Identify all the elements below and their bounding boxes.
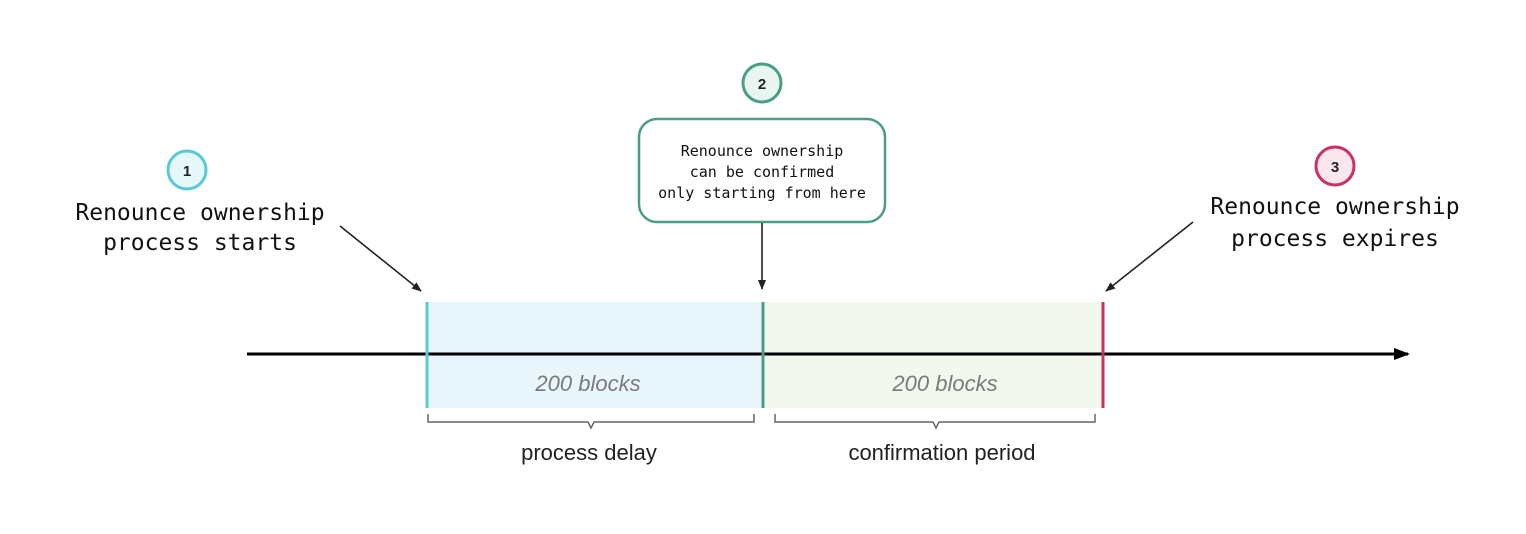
step-2-label-line-1: Renounce ownership — [681, 142, 844, 160]
step-1-label-line-2: process starts — [103, 230, 297, 256]
confirmation-period-label: confirmation period — [848, 440, 1035, 465]
step-3-label-line-1: Renounce ownership — [1210, 194, 1459, 220]
step-1-number: 1 — [183, 163, 191, 180]
step-3-number: 3 — [1331, 159, 1339, 176]
step-3-label-line-2: process expires — [1231, 226, 1439, 252]
step-2-callout-box — [637, 117, 887, 224]
step-1-label-line-1: Renounce ownership — [75, 200, 324, 226]
confirmation-period-brace — [774, 414, 1096, 430]
process-delay-label: process delay — [521, 440, 657, 465]
segment-1-blocks-label: 200 blocks — [534, 371, 640, 396]
step-2-label-line-2: can be confirmed — [690, 163, 835, 181]
process-delay-brace — [427, 414, 755, 430]
step-2-number: 2 — [758, 76, 766, 93]
step-2-badge — [741, 62, 783, 104]
step-2-label-line-3: only starting from here — [658, 184, 866, 202]
step-3-pointer-arrow — [1105, 221, 1194, 292]
segment-2-blocks-label: 200 blocks — [891, 371, 997, 396]
step-3-badge — [1314, 145, 1356, 187]
step-1-pointer-arrow — [339, 225, 422, 292]
step-1-badge — [166, 149, 208, 191]
